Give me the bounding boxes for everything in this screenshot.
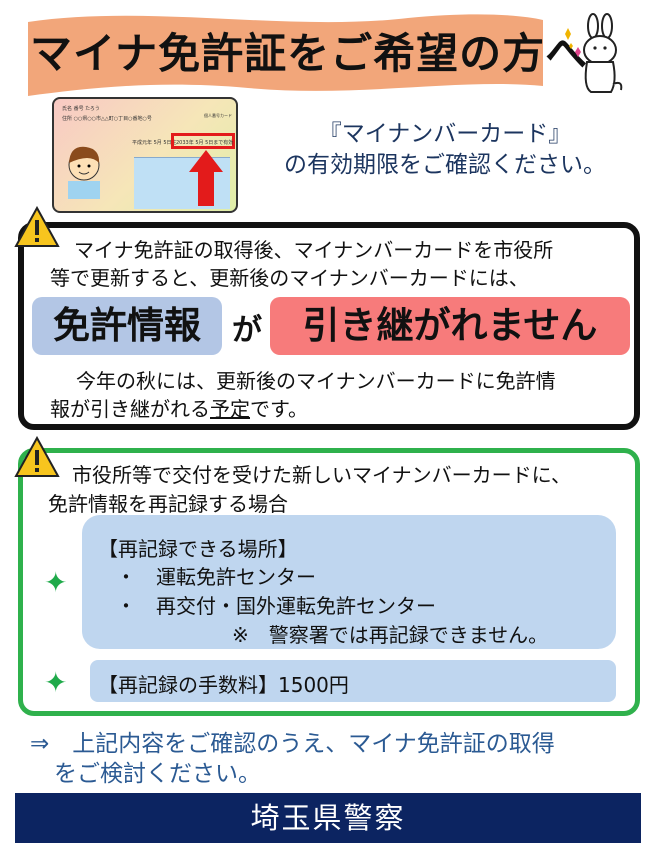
location-item: ・ 運転免許センター: [116, 565, 316, 589]
red-arrow-icon: [189, 150, 223, 206]
warning1-note-line1: 今年の秋には、更新後のマイナンバーカードに免許情: [76, 369, 556, 393]
child-face-icon: [68, 146, 100, 199]
expiry-highlight: [171, 133, 235, 149]
closing-line2: をご検討ください。: [54, 761, 261, 787]
warning2-line2: 免許情報を再記録する場合: [48, 492, 288, 516]
fee-box: [90, 660, 616, 702]
locations-note: ※ 警察署では再記録できません。: [232, 623, 549, 647]
warning-icon: [14, 206, 60, 247]
locations-box: [82, 515, 616, 649]
green-star-icon: ✦: [44, 666, 68, 699]
warning1-line2: 等で更新すると、更新後のマイナンバーカードには、: [50, 266, 529, 290]
fee-text: 【再記録の手数料】1500円: [98, 673, 349, 697]
particle-ga: が: [232, 313, 262, 348]
warning-icon: [14, 436, 60, 477]
license-info-pill: 免許情報: [32, 297, 222, 355]
card-birth: 平成元年 5月 5日生: [132, 140, 177, 146]
card-label: 個人番号カード: [204, 113, 232, 118]
subtitle-line1: 『マイナンバーカード』: [318, 121, 572, 147]
subtitle-line2: の有効期限をご確認ください。: [284, 152, 606, 178]
warning1-note-line2: 報が引き継がれる予定です。: [50, 393, 308, 422]
green-star-icon: ✦: [44, 566, 68, 599]
warning-box-rerecord: [18, 448, 640, 716]
location-item: ・ 再交付・国外運転免許センター: [116, 594, 436, 618]
warning2-line1: 市役所等で交付を受けた新しいマイナンバーカードに、: [72, 463, 571, 487]
footer-organization: 埼玉県警察: [15, 793, 641, 843]
title-banner: [28, 14, 543, 96]
not-transferred-pill: 引き継がれません: [270, 297, 630, 355]
note-scheduled: 予定: [210, 397, 250, 421]
warning-box-renewal: [18, 222, 640, 430]
note-text-end: です。: [250, 397, 308, 421]
card-address: 住所 ○○県○○市△△町○丁目○番地○号: [62, 116, 152, 122]
note-text: 報が引き継がれる: [50, 397, 210, 421]
locations-heading: 【再記録できる場所】: [98, 537, 298, 561]
rabbit-mascot-icon: [565, 13, 623, 93]
warning1-line1: マイナ免許証の取得後、マイナンバーカードを市役所: [74, 238, 554, 262]
page-title: マイナ免許証をご希望の方へ: [30, 29, 589, 78]
card-expiry: 2033年 5月 5日まで有効: [176, 140, 234, 146]
card-name: 氏名 番号 たろう: [62, 106, 100, 112]
closing-line1: ⇒ 上記内容をご確認のうえ、マイナ免許証の取得: [30, 731, 555, 757]
